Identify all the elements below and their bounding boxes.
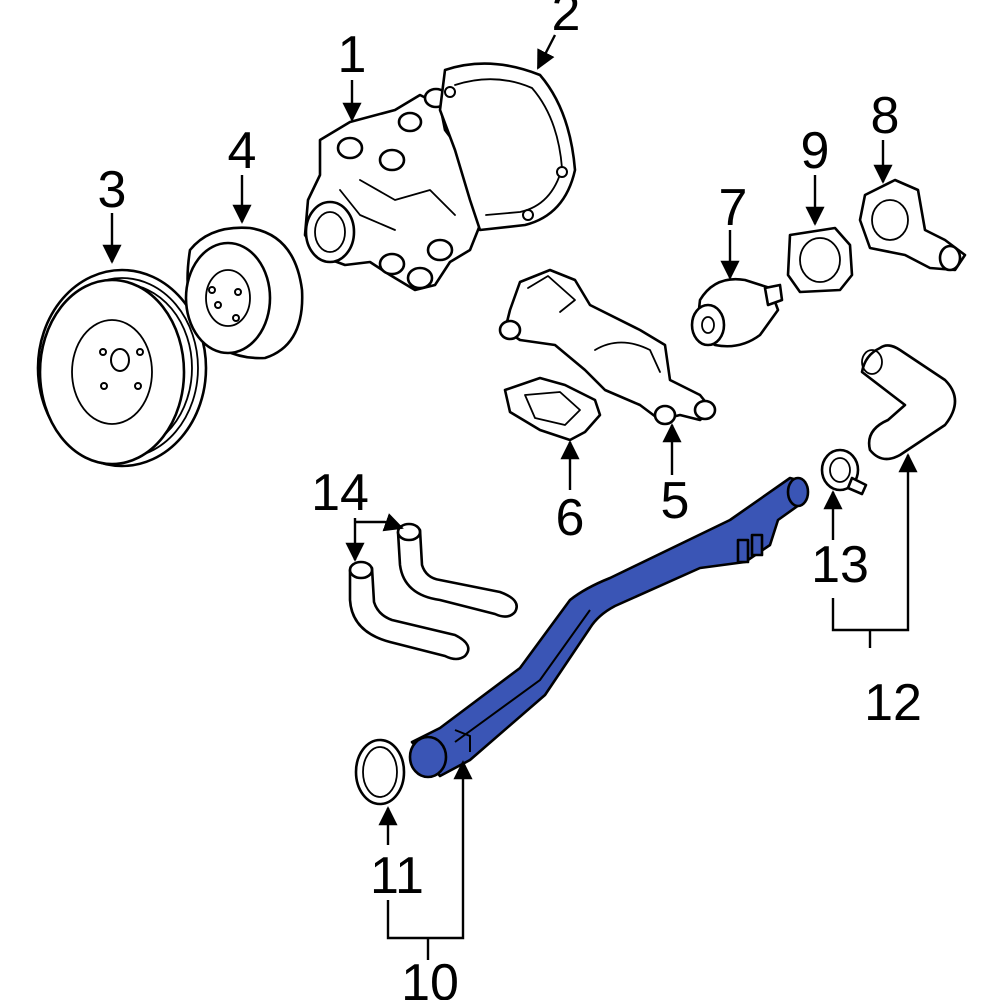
callout-11: 11 xyxy=(370,847,424,905)
callout-6: 6 xyxy=(556,489,585,547)
callout-9: 9 xyxy=(801,122,830,180)
part-13-clamp[interactable] xyxy=(820,448,868,496)
callout-3: 3 xyxy=(98,161,127,219)
part-14-hoses[interactable] xyxy=(348,522,518,661)
leader-lines xyxy=(102,34,918,960)
callout-13: 13 xyxy=(811,536,869,594)
part-7-thermostat[interactable] xyxy=(690,277,784,348)
part-5-inlet-pipe[interactable] xyxy=(498,268,717,426)
part-4-water-pump-pulley[interactable] xyxy=(184,226,304,360)
part-8-water-outlet[interactable] xyxy=(858,178,967,272)
callout-2: 2 xyxy=(552,0,581,42)
callout-7: 7 xyxy=(719,179,748,237)
part-3-crankshaft-pulley[interactable] xyxy=(36,268,208,468)
callout-12: 12 xyxy=(864,674,922,732)
callout-1: 1 xyxy=(338,26,367,84)
callout-14: 14 xyxy=(311,464,369,522)
part-2-gasket[interactable] xyxy=(438,62,577,232)
part-6-gasket[interactable] xyxy=(503,376,602,442)
callout-8: 8 xyxy=(871,87,900,145)
callout-labels: 1 2 3 4 5 6 7 8 9 10 11 12 13 14 xyxy=(98,0,922,1000)
part-10-water-pipe[interactable] xyxy=(408,476,810,779)
callout-5: 5 xyxy=(661,472,690,530)
part-12-hose[interactable] xyxy=(860,344,957,461)
part-9-gasket[interactable] xyxy=(786,226,854,294)
callout-4: 4 xyxy=(228,122,257,180)
part-11-o-ring[interactable] xyxy=(354,738,406,806)
callout-10: 10 xyxy=(401,954,459,1000)
